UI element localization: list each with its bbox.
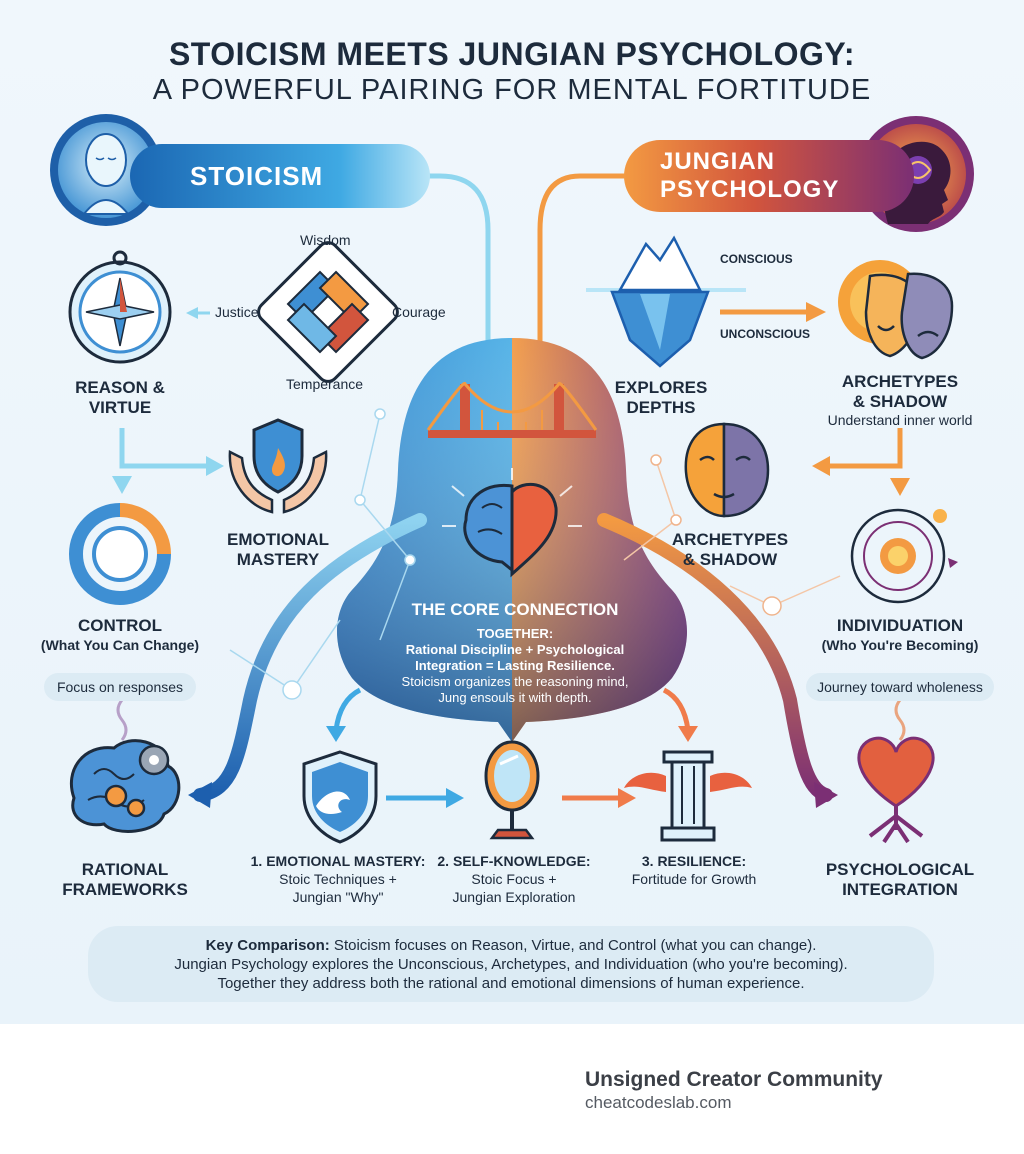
- footer-website: cheatcodeslab.com: [585, 1093, 732, 1112]
- main-title: STOICISM MEETS JUNGIAN PSYCHOLOGY:: [168, 36, 856, 72]
- unconscious-label: UNCONSCIOUS: [720, 327, 811, 341]
- understand-inner-world-text: Understand inner world: [827, 412, 973, 428]
- archetypes-shadow-top-label: ARCHETYPES & SHADOW: [841, 372, 959, 411]
- diagram-graphics: [50, 114, 974, 844]
- masks-icon: [684, 422, 770, 518]
- step-emotional-mastery: 1. EMOTIONAL MASTERY: Stoic Techniques +…: [250, 853, 426, 905]
- mirror-icon: [484, 740, 540, 840]
- individuation-sublabel: (Who You're Becoming): [821, 637, 979, 653]
- core-connection-text: TOGETHER: Rational Discipline + Psycholo…: [401, 626, 629, 705]
- journey-toward-wholeness-pill: Journey toward wholeness: [806, 673, 994, 701]
- step-resilience: 3. RESILIENCE: Fortitude for Growth: [631, 853, 757, 887]
- wave-shield-icon: [302, 750, 378, 844]
- control-ring-icon: [69, 503, 171, 605]
- warm-sweep: [597, 513, 833, 802]
- face-meditation-icon: [50, 114, 162, 226]
- stoicism-badge: STOICISM: [130, 144, 430, 208]
- virtue-wisdom: Wisdom: [300, 232, 351, 248]
- archetypes-shadow-mid-label: ARCHETYPES & SHADOW: [671, 530, 789, 569]
- brain-gears-icon: [69, 739, 181, 833]
- compass-icon: [68, 250, 172, 364]
- infographic-canvas: STOICISM MEETS JUNGIAN PSYCHOLOGY: A POW…: [0, 0, 1024, 1024]
- sun-masks-icon: [838, 260, 954, 360]
- brain-heart-icon: [442, 468, 582, 578]
- virtue-justice: Justice: [215, 304, 259, 320]
- winged-pillar-icon: [624, 750, 752, 842]
- individuation-spiral-icon: [850, 508, 958, 604]
- jung-badge-line1: JUNGIAN: [660, 148, 776, 175]
- control-sublabel: (What You Can Change): [40, 637, 200, 653]
- jung-badge-line2: PSYCHOLOGY: [660, 176, 840, 203]
- jungian-psychology-badge: JUNGIAN PSYCHOLOGY: [624, 140, 914, 212]
- stoic-connector: [380, 173, 491, 360]
- footer-community-name: Unsigned Creator Community: [585, 1068, 883, 1091]
- core-connection-title: THE CORE CONNECTION: [411, 600, 619, 619]
- reason-virtue-label: REASON & VIRTUE: [75, 378, 165, 417]
- individuation-label: INDIVIDUATION: [836, 616, 964, 635]
- virtue-courage: Courage: [392, 304, 446, 320]
- bridge-icon: [426, 381, 598, 438]
- blue-sweep: [193, 513, 427, 802]
- jung-connector: [537, 173, 630, 360]
- subtitle: A POWERFUL PAIRING FOR MENTAL FORTITUDE: [152, 74, 872, 106]
- focus-on-responses-pill: Focus on responses: [44, 673, 196, 701]
- control-label: CONTROL: [77, 616, 163, 635]
- iceberg-icon: [586, 235, 746, 368]
- step-self-knowledge: 2. SELF-KNOWLEDGE: Stoic Focus + Jungian…: [437, 853, 591, 905]
- emotional-mastery-label: EMOTIONAL MASTERY: [227, 530, 329, 569]
- key-comparison-box: [88, 926, 934, 1002]
- explores-depths-label: EXPLORES DEPTHS: [614, 378, 708, 417]
- heart-tree-icon: [857, 736, 935, 844]
- rational-frameworks-label: RATIONAL FRAMEWORKS: [62, 860, 188, 899]
- shield-hands-icon: [228, 418, 328, 514]
- key-comparison-text: Key Comparison: Stoicism focuses on Reas…: [174, 937, 848, 992]
- virtue-temperance: Temperance: [286, 376, 364, 392]
- psychological-integration-label: PSYCHOLOGICAL INTEGRATION: [825, 860, 975, 899]
- virtue-knot-icon: [257, 241, 399, 383]
- conscious-label: CONSCIOUS: [720, 252, 793, 266]
